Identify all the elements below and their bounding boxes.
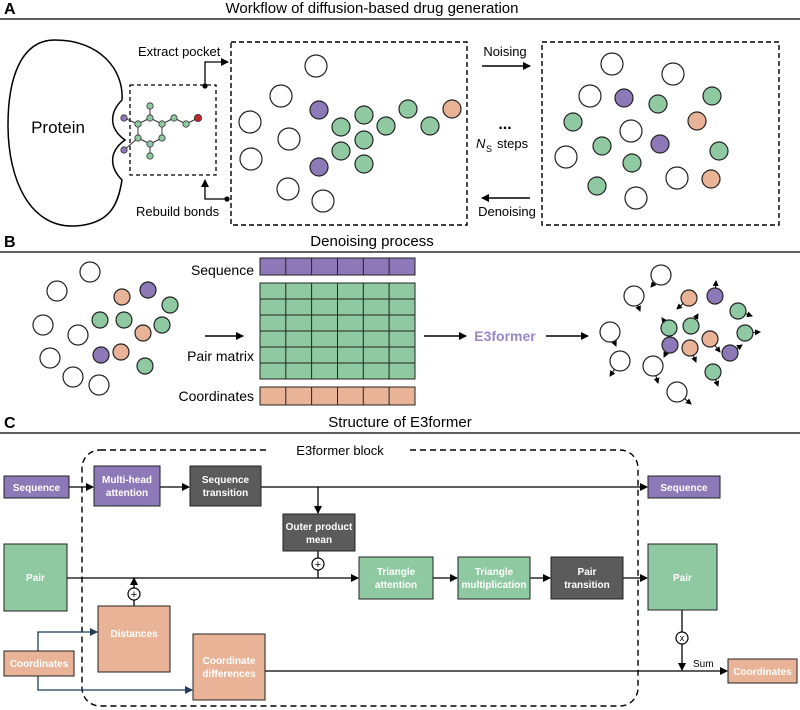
denoising-label: Denoising — [478, 204, 536, 219]
sequence-input-label: Sequence — [13, 483, 61, 494]
pair-matrix-grid — [259, 282, 416, 380]
outer-product-plus-symbol: + — [315, 559, 321, 571]
multi-head-attention-box: Multi-head attention — [93, 465, 161, 507]
triangle-attention-line-1: Triangle — [377, 567, 416, 578]
triangle-attention-line-2: attention — [375, 580, 417, 591]
noising-label: Noising — [483, 44, 526, 59]
steps-dots: ... — [498, 116, 511, 133]
output-cluster — [599, 264, 761, 405]
sequence-label: Sequence — [191, 262, 254, 278]
ns-subscript: S — [486, 144, 492, 154]
rebuild-bonds-label: Rebuild bonds — [136, 204, 220, 219]
distances-plus: + — [127, 587, 141, 601]
sequence-output-label: Sequence — [660, 483, 708, 494]
sequence-output-box: Sequence — [647, 475, 721, 499]
pair-output-box: Pair — [647, 543, 718, 611]
sequence-transition-box: Sequence transition — [189, 465, 262, 507]
pair-transition-box: Pair transition — [550, 556, 624, 600]
noisy-atoms — [554, 52, 729, 210]
input-cluster — [32, 261, 179, 396]
panel-b-letter: B — [4, 234, 16, 251]
sequence-input-box: Sequence — [3, 475, 70, 499]
coordinates-output-box: Coordinates — [727, 658, 798, 684]
coordinates-output-label: Coordinates — [733, 667, 792, 678]
clean-ligand-atoms — [238, 54, 462, 213]
protein-shape — [7, 39, 127, 227]
protein-label: Protein — [31, 118, 85, 137]
connections — [66, 483, 728, 675]
triangle-multiplication-box: Triangle multiplication — [457, 556, 531, 600]
coord-diff-line-2: differences — [202, 669, 256, 680]
panel-c-title: Structure of E3former — [328, 414, 471, 431]
panel-a: A Workflow of diffusion-based drug gener… — [0, 0, 800, 227]
panel-a-title: Workflow of diffusion-based drug generat… — [226, 0, 519, 17]
panel-a-letter: A — [4, 1, 16, 18]
distances-box: Distances — [97, 605, 171, 673]
coord-diff-line-1: Coordinate — [203, 656, 256, 667]
block-title-bg — [270, 441, 410, 459]
pocket-box — [129, 84, 217, 176]
ligand-atoms — [120, 102, 202, 160]
ns-symbol: N — [476, 136, 486, 151]
coordinate-differences-box: Coordinate differences — [192, 633, 266, 701]
outer-product-line-2: mean — [306, 535, 332, 546]
pair-transition-line-2: transition — [564, 580, 610, 591]
ns-steps-text: steps — [497, 136, 529, 151]
coordinates-label: Coordinates — [179, 388, 255, 404]
triangle-mult-line-2: multiplication — [462, 580, 527, 591]
coordinate-connections — [37, 628, 193, 694]
pair-input-label: Pair — [26, 573, 45, 584]
seq-transition-line-1: Sequence — [202, 475, 250, 486]
clean-ligand-box — [230, 41, 468, 226]
panel-b: B Denoising process Sequence — [0, 233, 800, 406]
triangle-attention-box: Triangle attention — [358, 556, 434, 600]
coordinates-input-label: Coordinates — [10, 659, 69, 670]
pair-input-box: Pair — [3, 543, 68, 612]
distances-plus-symbol: + — [131, 589, 137, 601]
panel-b-title: Denoising process — [310, 233, 433, 250]
outer-product-mean-box: Outer product mean — [282, 513, 356, 552]
coordinates-row — [259, 386, 416, 406]
outer-product-plus: + — [311, 557, 325, 571]
extract-arrow — [204, 58, 229, 86]
mha-line-2: attention — [106, 488, 148, 499]
triangle-mult-line-1: Triangle — [475, 567, 514, 578]
panel-c-letter: C — [4, 415, 16, 432]
ligand-molecule — [123, 106, 199, 156]
noisy-box — [541, 41, 780, 226]
coordinates-input-box: Coordinates — [3, 650, 75, 677]
outer-product-line-1: Outer product — [286, 522, 353, 533]
rebuild-arrow — [201, 179, 227, 200]
sum-label: Sum — [693, 659, 714, 670]
panel-c: C Structure of E3former E3former block — [0, 414, 800, 707]
e3former-block-title: E3former block — [296, 443, 384, 458]
seq-transition-line-2: transition — [203, 488, 249, 499]
pair-times: x — [675, 631, 689, 645]
mha-line-1: Multi-head — [102, 475, 152, 486]
pair-times-symbol: x — [680, 633, 685, 643]
ns-steps-label: N S steps — [476, 136, 529, 154]
extract-pocket-label: Extract pocket — [138, 44, 221, 59]
pair-transition-line-1: Pair — [578, 567, 597, 578]
e3former-label: E3former — [474, 328, 536, 344]
pair-output-label: Pair — [673, 573, 692, 584]
sequence-row — [259, 257, 416, 276]
pair-matrix-label: Pair matrix — [187, 348, 254, 364]
distances-label: Distances — [110, 629, 158, 640]
